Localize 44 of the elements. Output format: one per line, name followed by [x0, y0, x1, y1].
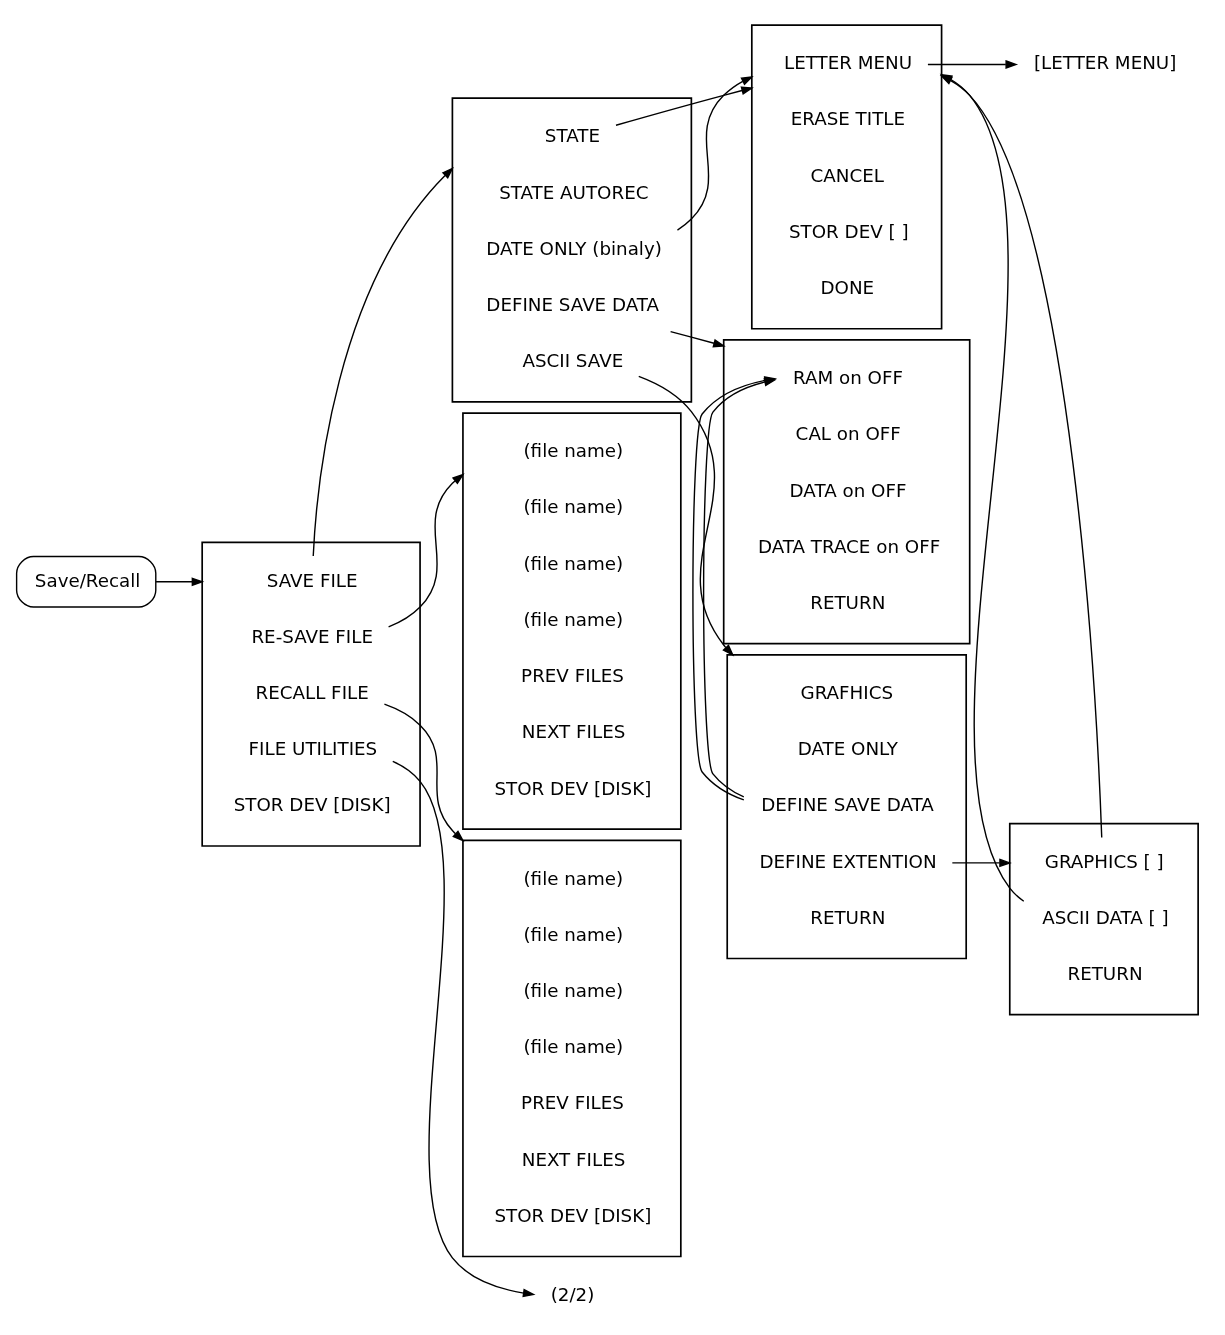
node-text: DEFINE SAVE DATA: [485, 294, 659, 316]
node-text: LETTER MENU: [783, 52, 912, 74]
node-text: DEFINE EXTENTION: [758, 850, 937, 872]
node-text: STATE: [544, 125, 600, 147]
node-text: STOR DEV [ ]: [788, 220, 909, 242]
node-text: DATE ONLY: [797, 738, 898, 760]
node-text: [LETTER MENU]: [1033, 52, 1176, 74]
node-text: (file name): [523, 496, 623, 518]
node-text: DEFINE SAVE DATA: [760, 794, 934, 816]
node-text: GRAPHICS [ ]: [1044, 850, 1164, 872]
node-text: CANCEL: [810, 164, 884, 186]
node-text: ASCII SAVE: [521, 350, 623, 372]
node-text: RAM on OFF: [792, 367, 903, 389]
node-text: (file name): [523, 867, 623, 889]
node-text: NEXT FILES: [521, 1148, 625, 1170]
node-text: (file name): [523, 552, 623, 574]
node-text: DONE: [819, 277, 874, 299]
node-text: DATE ONLY (binaly): [485, 237, 662, 259]
node-text: NEXT FILES: [521, 721, 625, 743]
node-text: (file name): [523, 1036, 623, 1058]
node-text: (file name): [523, 923, 623, 945]
node-text: RETURN: [809, 906, 885, 928]
node-text: (2/2): [550, 1283, 594, 1305]
node-text: RETURN: [1066, 963, 1143, 985]
node-text: FILE UTILITIES: [248, 738, 377, 760]
node-text: (file name): [523, 608, 623, 630]
node-text: PREV FILES: [520, 665, 624, 687]
node-text: CAL on OFF: [795, 423, 901, 445]
node-text: RECALL FILE: [254, 681, 369, 703]
node-text: GRAFHICS: [800, 681, 893, 703]
node-text: (file name): [523, 440, 623, 462]
node-text: STOR DEV [DISK]: [493, 1204, 651, 1226]
node-text: (file name): [523, 980, 623, 1001]
node-text: STATE AUTOREC: [498, 181, 648, 203]
node-text: ASCII DATA [ ]: [1041, 906, 1169, 928]
node-text: STOR DEV [DISK]: [493, 777, 651, 799]
node-text: DATA TRACE on OFF: [757, 535, 940, 557]
node-text: PREV FILES: [520, 1092, 624, 1114]
node-text: RE-SAVE FILE: [250, 625, 373, 647]
node-text: ERASE TITLE: [790, 108, 905, 130]
node-text: STOR DEV [DISK]: [233, 794, 391, 816]
node-text: SAVE FILE: [266, 569, 358, 591]
node-text: DATA on OFF: [789, 479, 906, 501]
node-text: RETURN: [809, 592, 885, 614]
